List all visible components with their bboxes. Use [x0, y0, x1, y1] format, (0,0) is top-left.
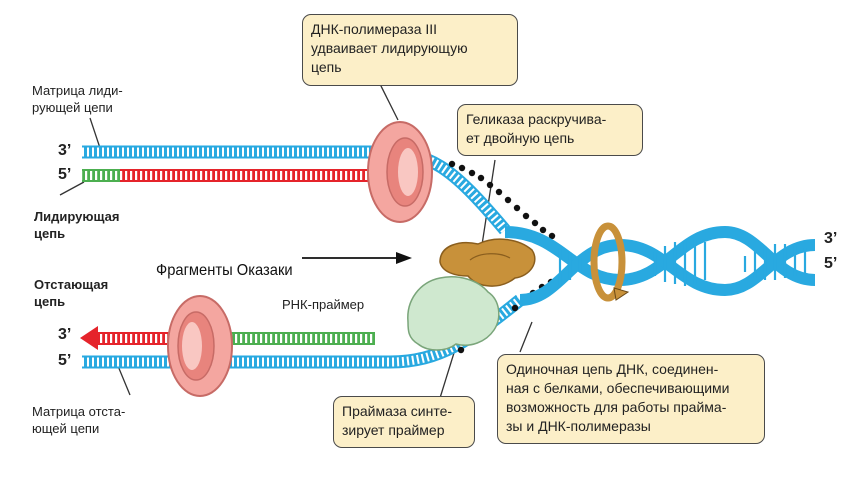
lagging-template-strand [82, 294, 525, 369]
dna-polymerase-lagging [167, 295, 233, 397]
polymerase-callout: ДНК-полимераза III удваивает лидирующую … [302, 14, 518, 86]
okazaki-arrow [302, 252, 412, 264]
lagging-template-label: Матрица отста- ющей цепи [32, 404, 126, 436]
dna-polymerase-leading [367, 121, 433, 223]
leading-template-strand [82, 145, 510, 235]
right-3-prime-label: 3’ [824, 230, 838, 247]
primase-callout: Праймаза синте- зирует праймер [333, 396, 475, 448]
rotation-arrow-icon [590, 222, 630, 302]
leading-strand-label: Лидирующая цепь [34, 209, 120, 241]
ssb-callout: Одиночная цепь ДНК, соединен- ная с белк… [497, 354, 765, 444]
right-5-prime-label: 5’ [824, 255, 838, 272]
top-3-prime-label: 3’ [58, 142, 72, 159]
primase [407, 276, 500, 351]
bottom-3-prime-label: 3’ [58, 326, 72, 343]
bottom-5-prime-label: 5’ [58, 352, 72, 369]
double-helix [504, 225, 816, 306]
lagging-strand-label: Отстающая цепь [34, 277, 109, 309]
top-5-prime-label: 5’ [58, 166, 72, 183]
rna-primer-label: РНК-праймер [282, 297, 365, 312]
helicase [439, 238, 536, 287]
leading-template-label: Матрица лиди- рующей цепи [32, 83, 123, 115]
helicase-callout: Геликаза раскручива- ет двойную цепь [457, 104, 643, 156]
okazaki-fragments-label: Фрагменты Оказаки [156, 262, 293, 279]
